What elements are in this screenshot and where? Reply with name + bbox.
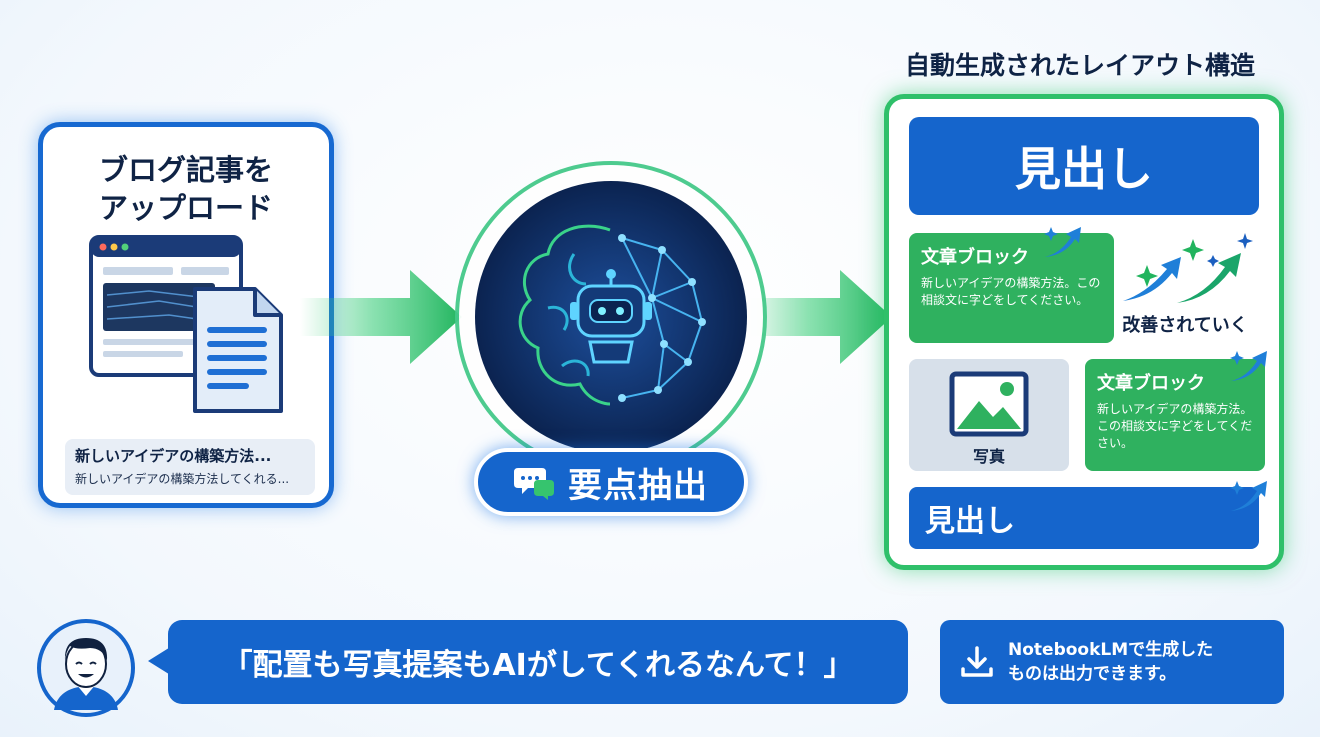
- speech-bubble-tail: [148, 646, 172, 676]
- export-text-line-1: NotebookLMで生成した: [1008, 640, 1214, 660]
- heading-block-2: 見出し: [909, 487, 1259, 549]
- flow-arrow-left: [300, 270, 462, 364]
- upload-title: ブログ記事を アップロード: [43, 151, 329, 227]
- user-avatar-icon: [37, 619, 135, 717]
- sparkle-arrow-icon: [1123, 233, 1253, 303]
- brain-network-icon: [518, 224, 706, 406]
- browser-window-icon: [89, 235, 243, 377]
- robot-icon: [570, 269, 652, 364]
- image-icon: [949, 371, 1029, 437]
- chat-bubbles-icon: [514, 468, 554, 500]
- export-text-line-2: ものは出力できます。: [1008, 664, 1177, 684]
- export-note: NotebookLMで生成した ものは出力できます。: [940, 620, 1284, 704]
- flow-arrow-right: [740, 270, 892, 364]
- user-quote-bubble: 「配置も写真提案もAIがしてくれるなんて！」: [168, 620, 908, 704]
- export-text: NotebookLMで生成した ものは出力できます。: [1008, 638, 1213, 686]
- download-icon: [961, 646, 993, 677]
- document-icon: [193, 287, 283, 413]
- text-block-1-body: 新しいアイデアの構築方法。この相談文に字どをしてください。: [921, 276, 1101, 307]
- heading-block-1: 見出し: [909, 117, 1259, 215]
- sparkle-arrow-icon: [1044, 227, 1081, 257]
- upload-card: ブログ記事を アップロード 新しいアイデアの構築方法...: [38, 122, 334, 508]
- photo-block: 写真: [909, 359, 1069, 471]
- browser-document-illustration: [89, 235, 283, 413]
- photo-label: 写真: [972, 447, 1005, 466]
- extract-label: 要点抽出: [568, 465, 708, 506]
- excerpt-title: 新しいアイデアの構築方法...: [75, 447, 272, 465]
- layout-structure-panel: 見出し 文章ブロック 新しいアイデアの構築方法。この相談文に字どをしてください。…: [884, 94, 1284, 570]
- text-block-2-body: 新しいアイデアの構築方法。この相談文に字どをしてください。: [1097, 402, 1253, 450]
- article-excerpt: 新しいアイデアの構築方法... 新しいアイデアの構築方法してくれる...: [65, 439, 315, 495]
- improvement-arrows-illustration: [1123, 233, 1253, 303]
- sparkle-arrow-icon: [1230, 481, 1267, 511]
- sparkle-arrow-icon: [1230, 351, 1267, 381]
- layout-title: 自動生成されたレイアウト構造: [904, 51, 1255, 80]
- upload-title-line-1: ブログ記事を: [98, 153, 273, 187]
- ai-brain-circle: [455, 161, 767, 473]
- text-block-1: 文章ブロック 新しいアイデアの構築方法。この相談文に字どをしてください。: [909, 233, 1114, 343]
- improvement-label: 改善されていく: [1122, 315, 1248, 336]
- excerpt-body: 新しいアイデアの構築方法してくれる...: [75, 472, 290, 486]
- key-point-extraction-badge: 要点抽出: [474, 448, 748, 516]
- upload-title-line-2: アップロード: [98, 191, 273, 225]
- text-block-2: 文章ブロック 新しいアイデアの構築方法。この相談文に字どをしてください。: [1085, 359, 1265, 471]
- text-block-1-title: 文章ブロック: [921, 247, 1029, 268]
- text-block-2-title: 文章ブロック: [1097, 373, 1205, 394]
